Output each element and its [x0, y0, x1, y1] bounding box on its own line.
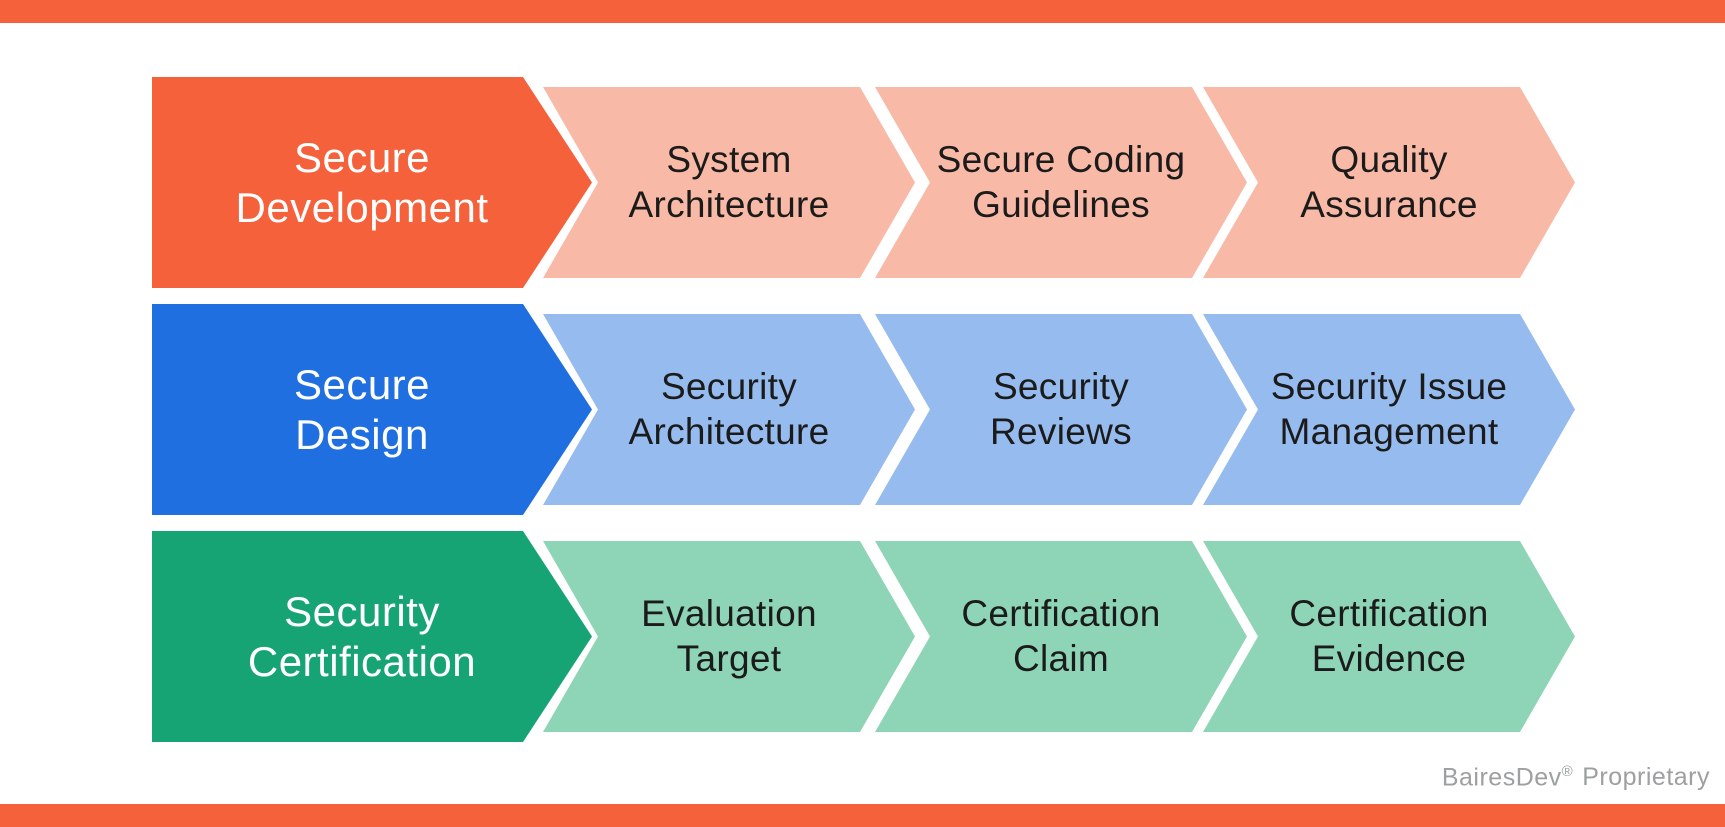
step-label: Security Architecture [628, 366, 830, 452]
step-label: Certification Evidence [1289, 593, 1489, 679]
top-accent-bar [0, 0, 1725, 23]
process-row-secure-development: Secure Development System Architecture S… [0, 77, 1725, 288]
step-chevron-security-architecture: Security Architecture [543, 314, 915, 505]
registered-trademark-symbol: ® [1561, 763, 1574, 780]
stage-arrow-secure-design: Secure Design [152, 304, 592, 515]
step-label: Secure Coding Guidelines [936, 139, 1186, 225]
step-chevron-secure-coding-guidelines: Secure Coding Guidelines [875, 87, 1247, 278]
step-chevron-system-architecture: System Architecture [543, 87, 915, 278]
step-label: Security Reviews [990, 366, 1132, 452]
stage-label: Secure Design [293, 360, 431, 458]
step-chevron-security-reviews: Security Reviews [875, 314, 1247, 505]
step-label: Quality Assurance [1300, 139, 1478, 225]
proprietary-label: Proprietary [1582, 763, 1710, 792]
step-chevron-certification-evidence: Certification Evidence [1203, 541, 1575, 732]
proprietary-notice: BairesDev® Proprietary [1442, 763, 1710, 792]
process-row-security-certification: Security Certification Evaluation Target… [0, 531, 1725, 742]
stage-arrow-security-certification: Security Certification [152, 531, 592, 742]
stage-arrow-secure-development: Secure Development [152, 77, 592, 288]
step-label: Evaluation Target [641, 593, 817, 679]
stage-label: Secure Development [235, 133, 489, 231]
step-chevron-security-issue-management: Security Issue Management [1203, 314, 1575, 505]
step-label: Certification Claim [961, 593, 1161, 679]
bottom-accent-bar [0, 804, 1725, 827]
step-chevron-evaluation-target: Evaluation Target [543, 541, 915, 732]
step-chevron-quality-assurance: Quality Assurance [1203, 87, 1575, 278]
step-chevron-certification-claim: Certification Claim [875, 541, 1247, 732]
brand-name: BairesDev [1441, 763, 1562, 792]
stage-label: Security Certification [247, 587, 477, 685]
step-label: Security Issue Management [1270, 366, 1508, 452]
step-label: System Architecture [628, 139, 830, 225]
process-row-secure-design: Secure Design Security Architecture Secu… [0, 304, 1725, 515]
